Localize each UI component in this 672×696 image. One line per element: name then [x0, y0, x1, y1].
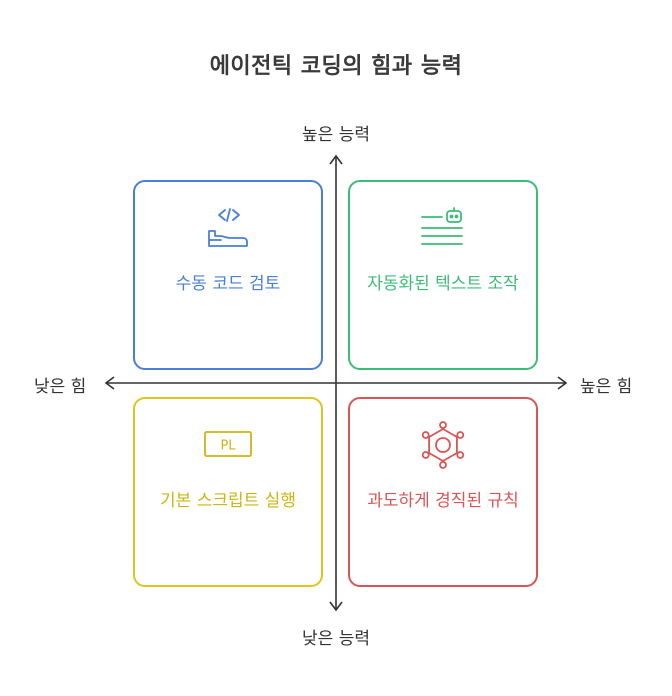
quadrant-manual-code-review: 수동 코드 검토	[133, 180, 323, 370]
axis-label-top: 높은 능력	[302, 125, 370, 145]
robot-text-icon	[350, 204, 536, 252]
quadrant-automated-text-manipulation: 자동화된 텍스트 조작	[348, 180, 538, 370]
quadrant-label: 기본 스크립트 실행	[160, 491, 296, 511]
arrow-right-icon	[557, 376, 568, 390]
diagram-title: 에이전틱 코딩의 힘과 능력	[209, 54, 463, 79]
quadrant-label: 수동 코드 검토	[175, 274, 281, 294]
axis-label-left: 낮은 힘	[34, 377, 87, 397]
arrow-up-icon	[329, 154, 343, 165]
quadrant-label: 자동화된 텍스트 조작	[367, 274, 519, 294]
code-review-icon	[135, 204, 321, 252]
arrow-left-icon	[104, 376, 115, 390]
arrow-down-icon	[329, 601, 343, 612]
pl-icon-text: PL	[220, 439, 236, 454]
gear-network-icon	[350, 421, 536, 469]
quadrant-overly-rigid-rules: 과도하게 경직된 규칙	[348, 397, 538, 587]
axis-label-bottom: 낮은 능력	[302, 629, 370, 649]
quadrant-basic-script-execution: PL 기본 스크립트 실행	[133, 397, 323, 587]
axis-label-right: 높은 힘	[580, 377, 633, 397]
quadrant-label: 과도하게 경직된 규칙	[367, 491, 519, 511]
pl-script-icon: PL	[135, 421, 321, 469]
